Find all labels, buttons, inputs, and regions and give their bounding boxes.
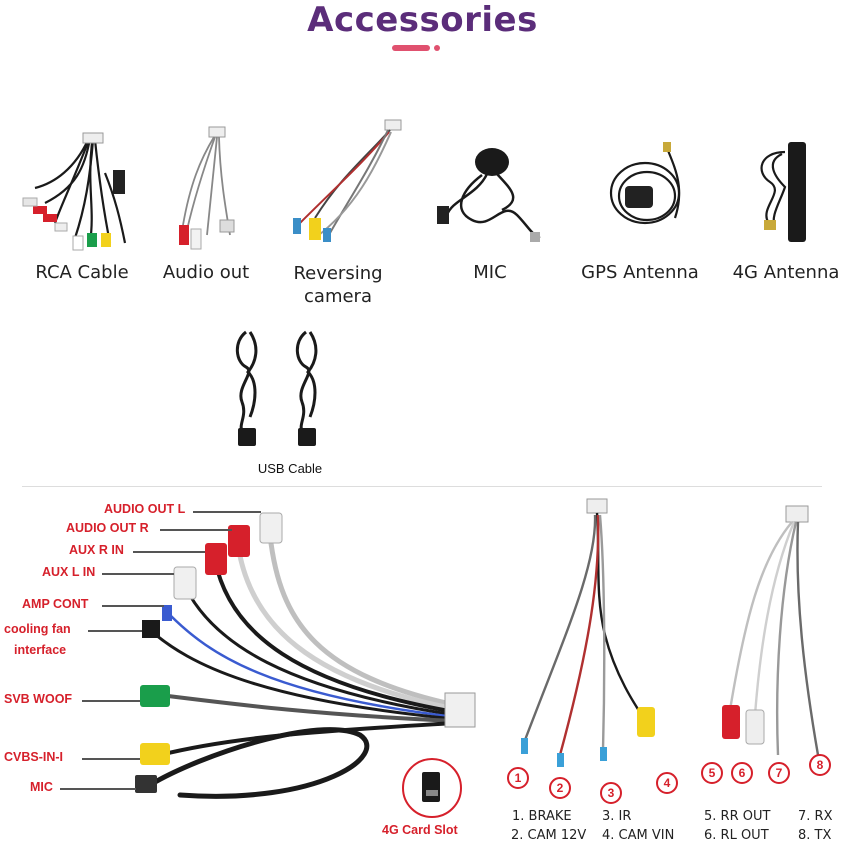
rca-cable-image (22, 132, 127, 251)
pin-number-badge: 7 (768, 762, 790, 784)
audio-harness-image (722, 505, 820, 756)
card-slot-callout (402, 758, 462, 818)
camera-pin-legend: 2. CAM 12V (511, 828, 587, 843)
leader-line (160, 529, 232, 531)
harness-label-amp-cont: AMP CONT (22, 597, 89, 611)
audio-pin-legend: 6. RL OUT (704, 828, 769, 843)
leader-line (82, 758, 140, 760)
audio-pin-legend: 5. RR OUT (704, 809, 771, 824)
harness-label-svb-woof: SVB WOOF (4, 692, 73, 706)
page-title: Accessories (307, 0, 538, 40)
gps-antenna-image (609, 142, 681, 225)
card-slot-label: 4G Card Slot (382, 823, 458, 837)
harness-label-cvbs-in: CVBS-IN-I (4, 750, 64, 764)
title-underline (392, 45, 430, 51)
pin-number-badge: 3 (600, 782, 622, 804)
harness-label-aux-l-in: AUX L IN (42, 565, 96, 579)
accessory-label: Audio out (162, 262, 250, 283)
accessory-label: 4G Antenna (732, 262, 840, 283)
leader-line (60, 788, 136, 790)
harness-label-mic: MIC (30, 780, 53, 794)
section-divider (22, 486, 822, 487)
mic-image (437, 148, 541, 242)
4g-antenna-image (760, 142, 806, 242)
accessory-label: RCA Cable (35, 262, 129, 283)
pin-number-badge: 2 (549, 777, 571, 799)
audio-pin-legend: 7. RX (798, 809, 833, 824)
pin-number-badge: 4 (656, 772, 678, 794)
usb-cable-image (235, 330, 318, 446)
reversing-camera-image (293, 119, 402, 242)
leader-line (102, 605, 164, 607)
pin-number-badge: 1 (507, 767, 529, 789)
accessory-label: GPS Antenna (581, 262, 699, 283)
harness-label-audio-out-l: AUDIO OUT L (104, 502, 186, 516)
leader-line (133, 551, 205, 553)
pin-number-badge: 8 (809, 754, 831, 776)
title-underline-dot (434, 45, 440, 51)
harness-label-aux-r-in: AUX R IN (69, 543, 124, 557)
audio-out-image (179, 126, 235, 250)
accessory-label: MIC (473, 262, 507, 283)
camera-pin-legend: 3. IR (602, 809, 632, 824)
accessory-label: Reversing camera (293, 263, 383, 307)
leader-line (88, 630, 142, 632)
camera-pin-legend: 1. BRAKE (512, 809, 572, 824)
harness-label-interface: interface (14, 643, 67, 657)
main-harness-image (135, 512, 476, 799)
camera-harness-image (521, 498, 655, 767)
leader-line (193, 511, 261, 513)
leader-line (82, 700, 140, 702)
pin-number-badge: 5 (701, 762, 723, 784)
leader-line (102, 573, 174, 575)
usb-cable-label: USB Cable (257, 461, 323, 476)
harness-label-audio-out-r: AUDIO OUT R (66, 521, 149, 535)
camera-pin-legend: 4. CAM VIN (602, 828, 675, 843)
audio-pin-legend: 8. TX (798, 828, 832, 843)
pin-number-badge: 6 (731, 762, 753, 784)
harness-label-cooling-fan: cooling fan (4, 622, 71, 636)
